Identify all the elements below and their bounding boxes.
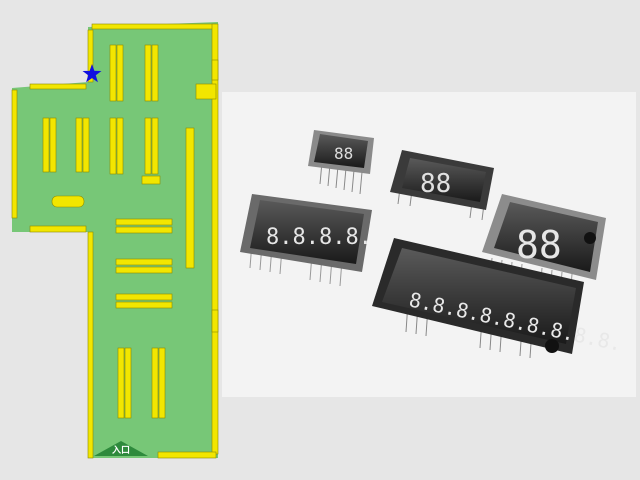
svg-text:8.8.8.8.: 8.8.8.8. <box>266 225 372 250</box>
svg-text:88: 88 <box>516 223 562 267</box>
vfd-module-3: 8.8.8.8. <box>240 194 372 287</box>
vfd-module-4: 88 <box>482 194 606 299</box>
entrance-arrow-icon <box>94 441 148 456</box>
shelves <box>11 23 219 459</box>
svg-text:88: 88 <box>334 144 353 163</box>
svg-text:88: 88 <box>420 169 451 199</box>
entrance-label: 入口 <box>111 446 130 456</box>
vfd-modules-illustration: 88 88 8.8.8.8. <box>240 130 624 359</box>
vfd-module-1: 88 <box>308 130 374 195</box>
store-floor-map <box>11 22 219 459</box>
floor-area <box>12 22 218 458</box>
vfd-module-2: 88 <box>390 150 494 221</box>
vfd-modules-photo: 88 88 8.8.8.8. <box>222 92 636 397</box>
star-icon <box>82 64 102 83</box>
